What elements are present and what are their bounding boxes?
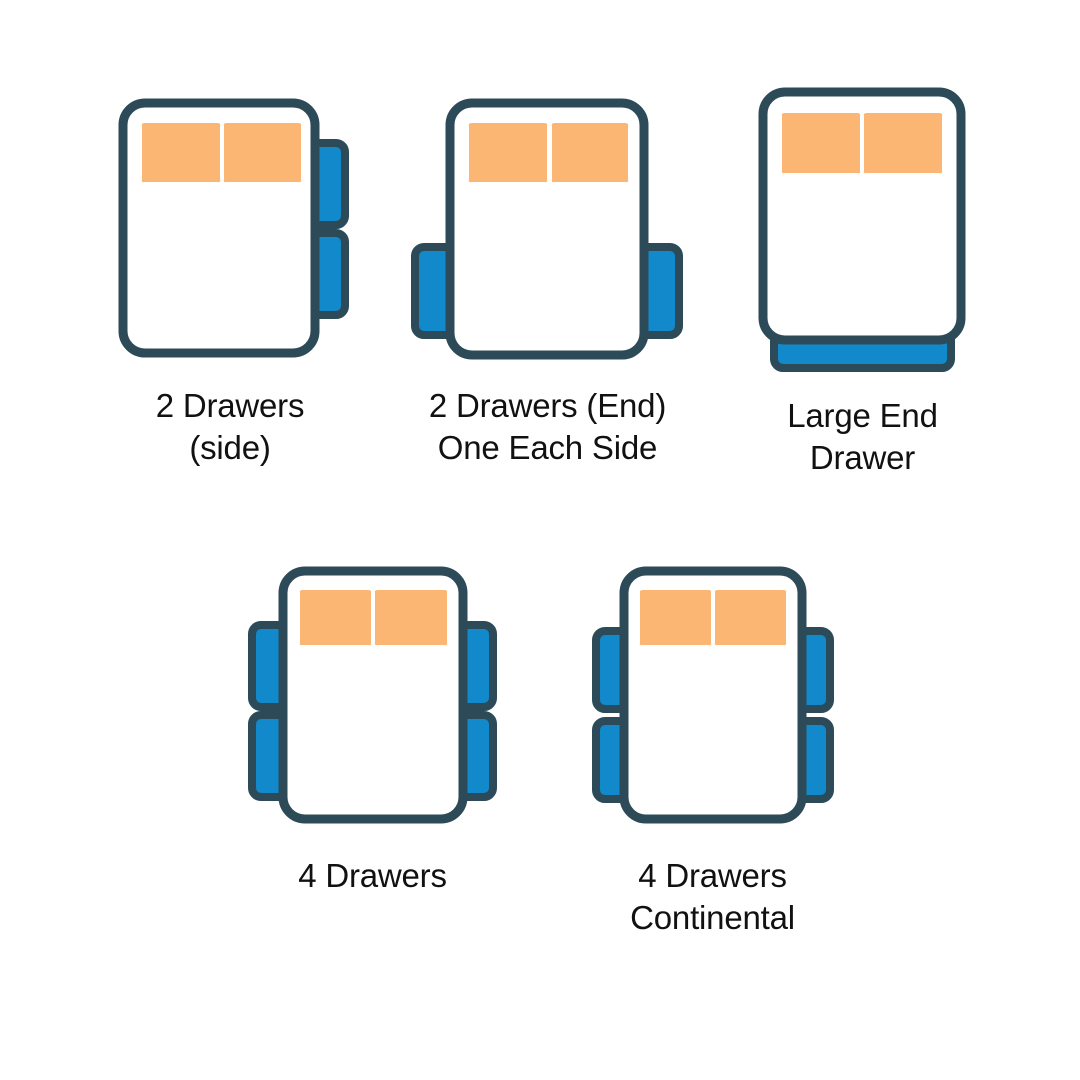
bed-label-2-drawers-side: 2 Drawers (side) xyxy=(155,387,305,466)
pillow-right xyxy=(223,123,302,183)
bed-illustration-4-drawers-continental xyxy=(592,566,834,824)
bed-label-4-drawers: 4 Drawers xyxy=(298,857,447,894)
bed-option-4-drawers[interactable]: 4 Drawers xyxy=(240,555,505,894)
pillow-right xyxy=(714,590,787,646)
bed-option-2-drawers-end-one-each-side[interactable]: 2 Drawers (End) One Each Side xyxy=(405,85,690,466)
pillow-right xyxy=(863,113,943,174)
bed-label-4-drawers-continental: 4 Drawers Continental xyxy=(630,857,795,936)
bed-label-large-end-drawer: Large End Drawer xyxy=(787,397,938,476)
pillow-left xyxy=(141,123,221,183)
pillow-right xyxy=(374,590,448,646)
pillow-left xyxy=(781,113,861,174)
bed-option-large-end-drawer[interactable]: Large End Drawer xyxy=(750,75,975,476)
bed-illustration-2-drawers-side xyxy=(118,98,349,358)
bed-label-2-drawers-end: 2 Drawers (End) One Each Side xyxy=(428,387,667,466)
bed-illustration-4-drawers xyxy=(248,566,497,824)
bed-illustration-large-end-drawer xyxy=(758,87,966,372)
bed-option-4-drawers-continental[interactable]: 4 Drawers Continental xyxy=(580,555,845,936)
pillow-left xyxy=(468,123,548,183)
pillow-right xyxy=(551,123,629,183)
bed-option-2-drawers-side[interactable]: 2 Drawers (side) xyxy=(100,85,360,466)
pillow-left xyxy=(299,590,372,646)
bed-illustration-2-drawers-end xyxy=(411,98,683,360)
pillow-left xyxy=(639,590,712,646)
